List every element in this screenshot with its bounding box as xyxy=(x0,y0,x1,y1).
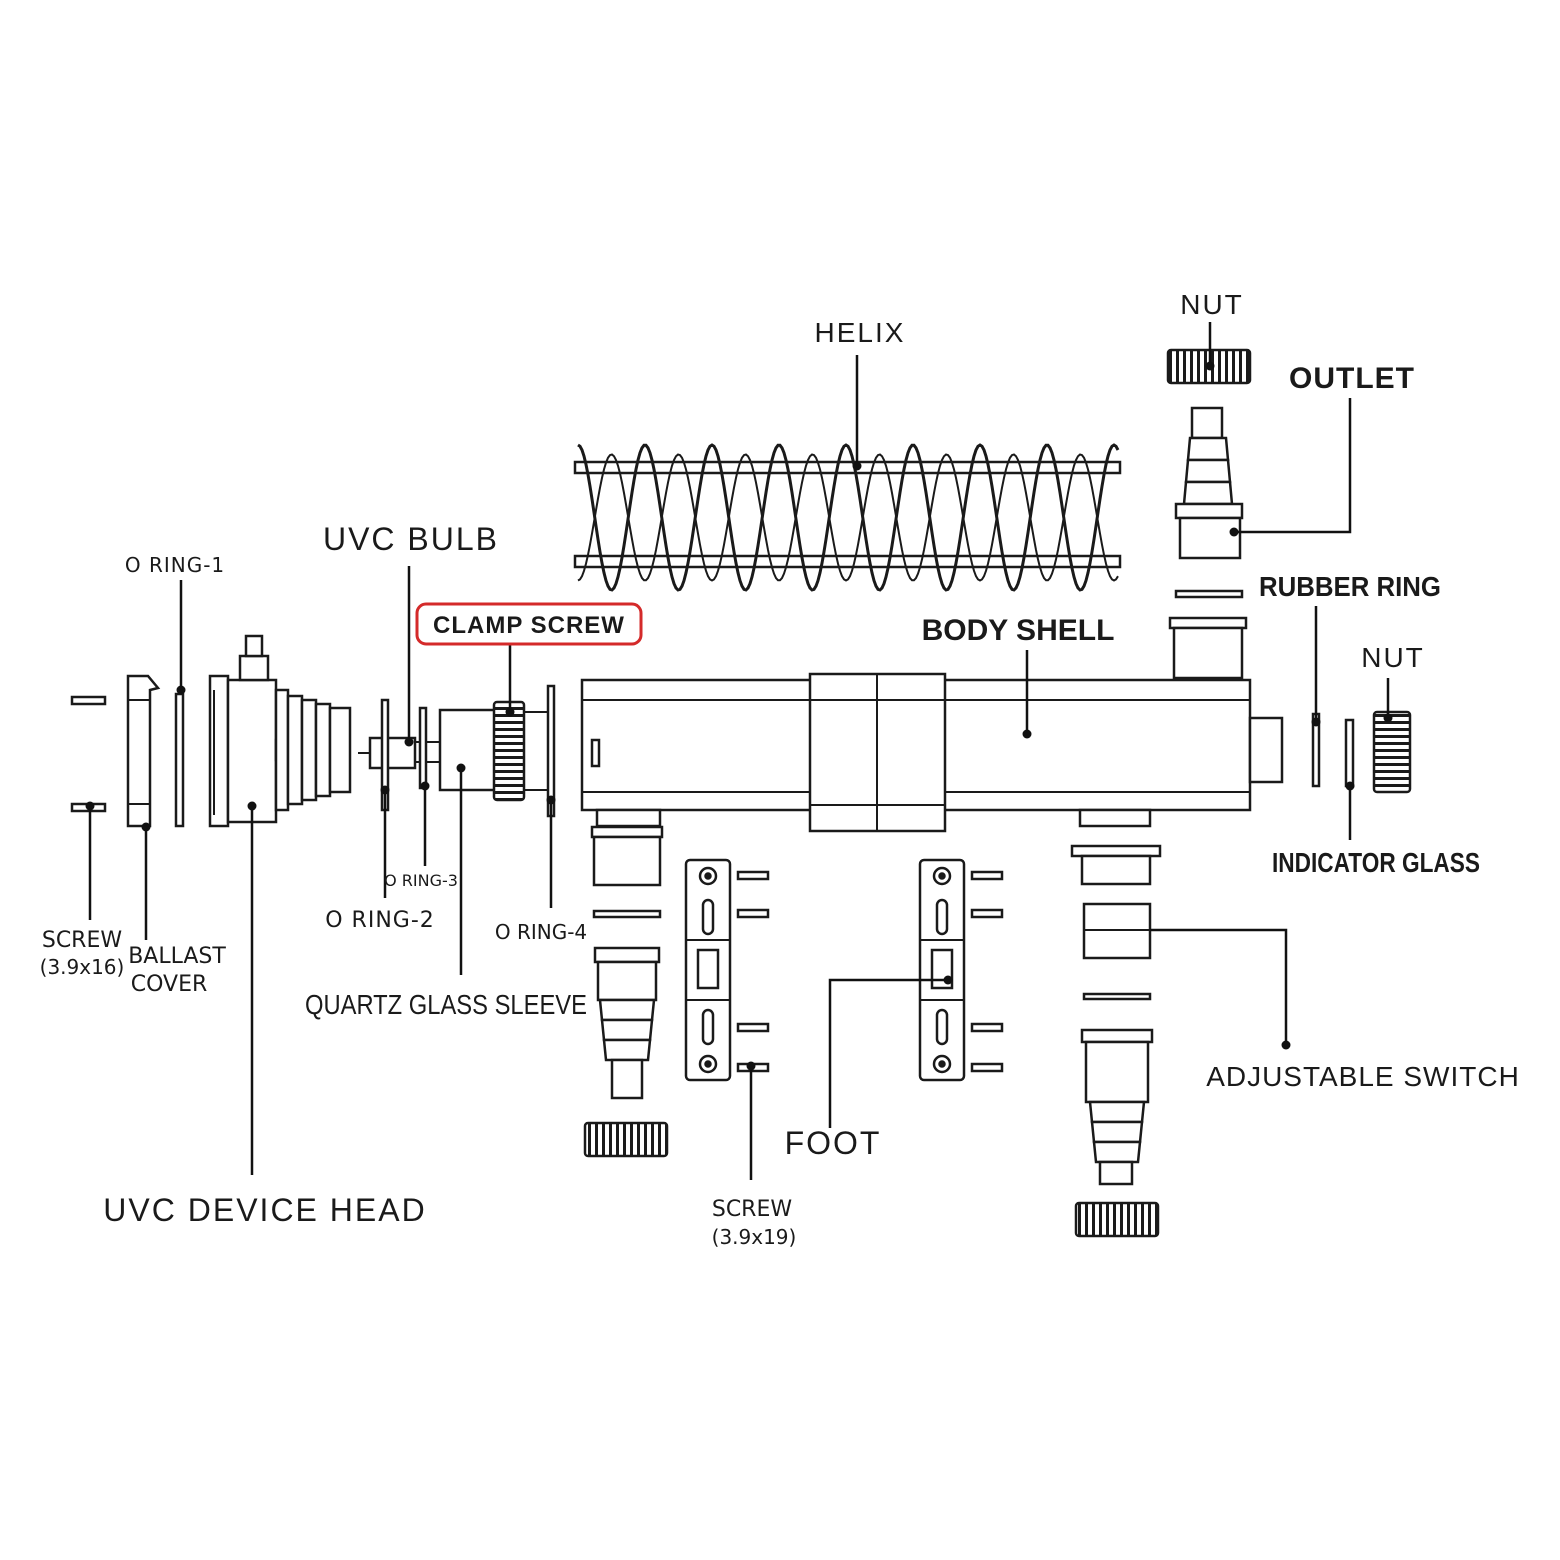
label-rubber-ring: RUBBER RING xyxy=(1259,571,1441,602)
label-body-shell: BODY SHELL xyxy=(922,614,1115,647)
label-o-ring-3: O RING-3 xyxy=(384,871,458,890)
helix xyxy=(573,443,1122,592)
label-clamp-screw: CLAMP SCREW xyxy=(433,612,625,639)
rubber-ring-right xyxy=(1082,992,1152,1001)
label-o-ring-1: O RING-1 xyxy=(125,553,225,577)
body-shell xyxy=(580,672,1284,833)
label-ballast-cover-1: BALLAST xyxy=(128,944,226,969)
label-uvc-bulb: UVC BULB xyxy=(323,521,499,557)
clamp-screw-highlight xyxy=(415,602,643,646)
indicator-glass xyxy=(1344,718,1355,788)
label-quartz-glass-sleeve: QUARTZ GLASS SLEEVE xyxy=(305,989,587,1020)
label-outlet: OUTLET xyxy=(1289,362,1415,395)
uvc-bulb xyxy=(358,736,440,770)
rubber-ring-outlet xyxy=(1174,589,1244,599)
screw-3.9x16-top xyxy=(70,695,107,706)
label-screw-bottom: SCREW xyxy=(712,1197,793,1222)
rubber-ring-left xyxy=(592,909,662,919)
foot-right xyxy=(918,858,966,1082)
adjustable-switch xyxy=(1082,902,1152,960)
foot-left xyxy=(684,858,732,1082)
inlet-fitting-left xyxy=(593,946,661,1100)
label-indicator-glass: INDICATOR GLASS xyxy=(1272,847,1480,878)
nut-bottom-left xyxy=(583,1121,669,1158)
label-foot: FOOT xyxy=(785,1125,882,1161)
label-o-ring-4: O RING-4 xyxy=(495,920,587,944)
outlet-fitting xyxy=(1174,406,1244,560)
ballast-cover xyxy=(126,674,161,828)
leader-lines xyxy=(85,322,1393,1180)
inlet-port-left xyxy=(590,825,664,887)
outlet-port xyxy=(1168,616,1248,680)
o-ring-1 xyxy=(174,692,185,828)
label-ballast-cover-2: COVER xyxy=(131,972,208,997)
label-screw-bottom-size: (3.9x19) xyxy=(712,1225,797,1249)
label-helix: HELIX xyxy=(815,317,906,348)
inlet-port-right xyxy=(1070,844,1162,886)
label-nut-right: NUT xyxy=(1361,642,1425,673)
label-o-ring-2: O RING-2 xyxy=(325,908,435,933)
nut-bottom-right xyxy=(1074,1201,1160,1238)
inlet-fitting-right xyxy=(1080,1028,1154,1186)
nut-right xyxy=(1372,710,1412,794)
label-screw-left: SCREW xyxy=(42,928,123,953)
label-screw-left-size: (3.9x16) xyxy=(40,955,125,979)
uvc-device-head xyxy=(208,634,352,828)
label-adjustable-switch: ADJUSTABLE SWITCH xyxy=(1206,1061,1520,1092)
label-uvc-device-head: UVC DEVICE HEAD xyxy=(103,1192,426,1228)
clamp-screw xyxy=(492,700,526,802)
label-nut-top: NUT xyxy=(1180,289,1244,320)
o-ring-3 xyxy=(418,706,428,790)
